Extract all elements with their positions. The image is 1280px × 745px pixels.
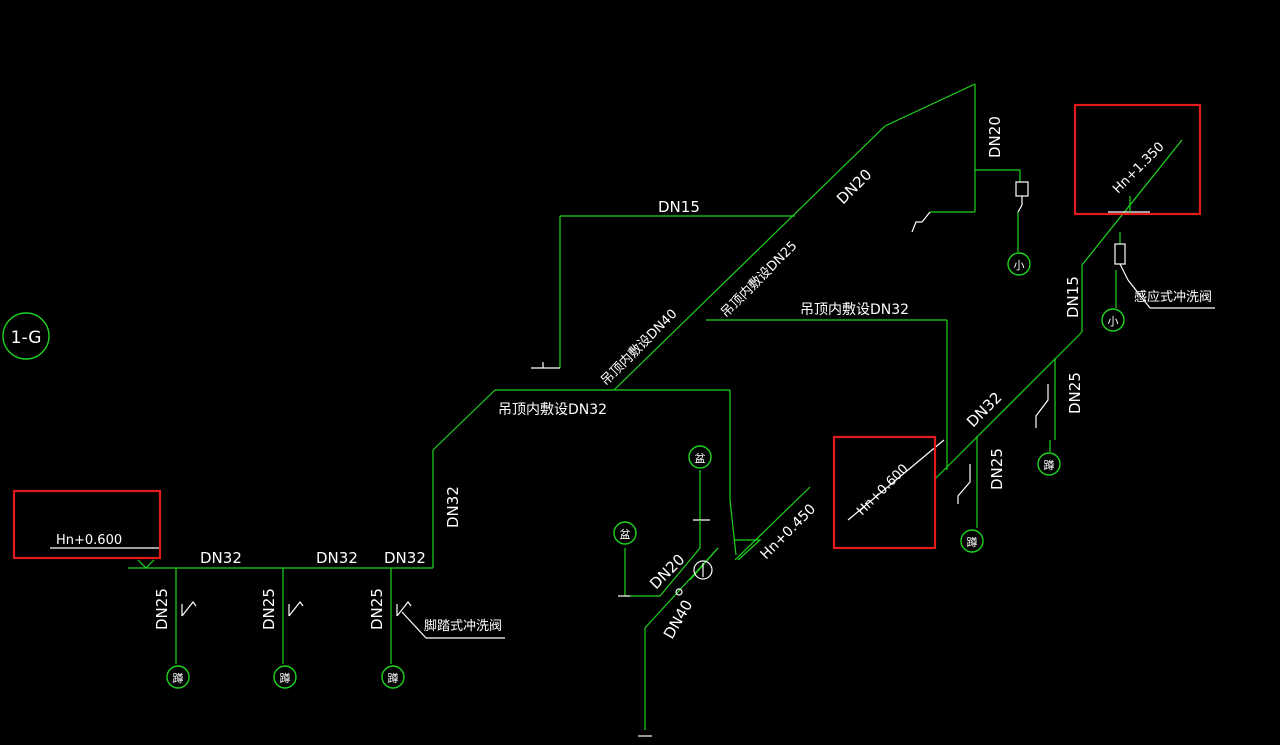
urinal-label-right: 小	[1108, 315, 1119, 328]
label-level-left: Hn+0.600	[56, 533, 122, 548]
label-dn25-right2: DN25	[988, 448, 1006, 490]
label-dn32-vertical: DN32	[444, 486, 462, 528]
label-dn25-b3: DN25	[368, 588, 386, 630]
label-dn25-b2: DN25	[260, 588, 278, 630]
main-diagonal-pipe	[613, 83, 976, 391]
label-level-center: Hn+0.450	[758, 501, 820, 563]
label-dn32-right: DN32	[963, 389, 1005, 431]
dn15-branch	[531, 215, 795, 369]
squat-label-1: 蹲	[173, 671, 184, 685]
squat-label-right-1: 蹲	[1044, 458, 1055, 472]
label-dn32-ceiling-left: 吊顶内敷设DN32	[498, 402, 607, 418]
squat-branch-2: 蹲	[273, 568, 304, 689]
squat-label-2: 蹲	[280, 671, 291, 685]
urinal-branch-top: 小	[975, 169, 1031, 276]
basin-fixture-2	[613, 521, 637, 545]
label-level-mid: Hn+0.600	[854, 461, 911, 518]
urinal-label-top: 小	[1014, 259, 1025, 272]
basin-fixture-1	[688, 445, 712, 469]
label-pedal-valve: 脚踏式冲洗阀	[424, 618, 502, 634]
label-dn25-b1: DN25	[153, 588, 171, 630]
axis-label-bubble: 1-G	[2, 312, 50, 360]
basin-label-1: 盆	[695, 451, 706, 465]
axis-label-text: 1-G	[11, 328, 42, 348]
squat-branch-3: 蹲	[381, 568, 505, 689]
squat-label-3: 蹲	[388, 671, 399, 685]
label-dn40-bottom: DN40	[660, 597, 697, 642]
highlight-box-mid	[832, 435, 937, 550]
label-dn15-right: DN15	[1064, 276, 1082, 318]
label-dn40-ceiling: 吊顶内敷设DN40	[598, 306, 681, 389]
label-dn25-ceiling: 吊顶内敷设DN25	[718, 238, 801, 321]
label-dn20-vertical: DN20	[986, 116, 1004, 158]
highlight-box-right	[1073, 103, 1202, 216]
label-dn32-a: DN32	[200, 549, 242, 567]
basin-label-2: 盆	[620, 527, 631, 541]
highlight-box-left	[12, 489, 162, 560]
label-dn15-top: DN15	[658, 198, 700, 216]
label-dn32-b: DN32	[316, 549, 358, 567]
label-sensor-valve: 感应式冲洗阀	[1134, 289, 1212, 305]
main-horizontal-pipe	[128, 389, 737, 569]
sensor-valve-branch: 小	[1101, 196, 1215, 332]
center-riser-assembly	[618, 470, 811, 737]
label-dn25-right1: DN25	[1066, 372, 1084, 414]
label-dn20-diag: DN20	[833, 166, 875, 208]
squat-branch-right-1: 蹲	[1035, 358, 1061, 476]
right-dn32-branch	[706, 139, 1183, 481]
label-dn32-c: DN32	[384, 549, 426, 567]
label-dn32-ceiling-right: 吊顶内敷设DN32	[800, 302, 909, 318]
squat-branch-right-2: 蹲	[957, 436, 984, 553]
squat-label-right-2: 蹲	[967, 535, 978, 549]
squat-branch-1: 蹲	[166, 568, 197, 689]
